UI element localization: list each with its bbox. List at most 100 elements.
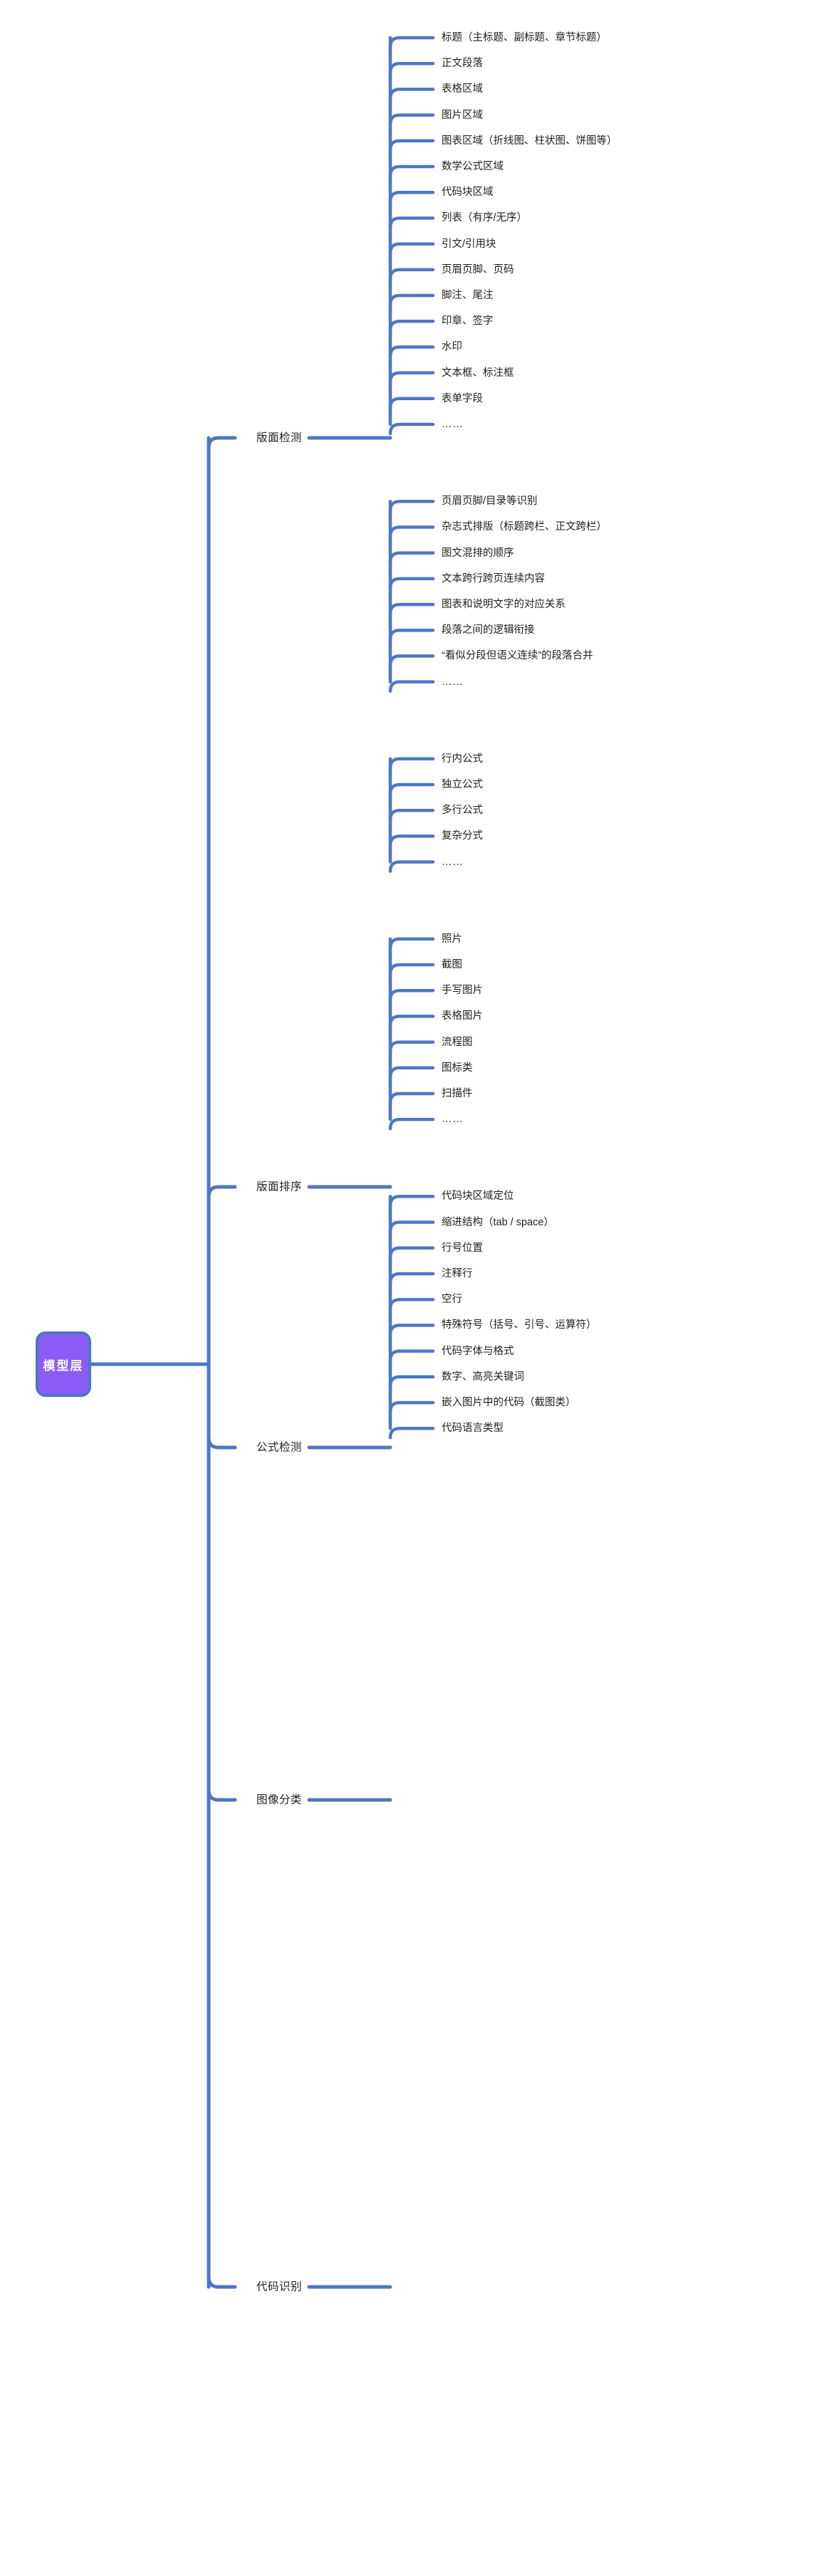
leaf-label-1-10-text: 页眉页脚、页码 [442, 263, 514, 276]
root-node-model-layer[interactable]: 模型层 [36, 1331, 91, 1397]
leaf-label-1-1-text: 标题（主标题、副标题、章节标题） [442, 31, 607, 43]
leaf-label-5-1[interactable]: 代码块区域定位 [442, 1191, 514, 1202]
leaf-label-4-2[interactable]: 截图 [442, 960, 462, 970]
leaf-label-1-8[interactable]: 列表（有序/无序） [442, 213, 527, 224]
leaf-label-5-4-text: 注释行 [442, 1267, 473, 1279]
leaf-label-4-6-text: 图标类 [442, 1062, 473, 1074]
leaf-label-5-7[interactable]: 代码字体与格式 [442, 1346, 514, 1356]
mindmap-connector [388, 139, 435, 152]
leaf-label-2-1-text: 页眉页脚/目录等识别 [442, 495, 538, 507]
leaf-label-2-5-text: 图表和说明文字的对应关系 [442, 598, 565, 610]
leaf-label-2-2[interactable]: 杂志式排版（标题跨栏、正文跨栏） [442, 522, 607, 533]
leaf-label-3-3-text: 多行公式 [442, 804, 483, 816]
branch-label-5[interactable]: 代码识别 [256, 2281, 302, 2293]
branch-label-4-text: 图像分类 [256, 1794, 303, 1806]
leaf-label-4-5[interactable]: 流程图 [442, 1037, 473, 1047]
mindmap-connector [388, 499, 435, 513]
leaf-label-2-4[interactable]: 文本跨行跨页连续内容 [442, 573, 545, 585]
leaf-label-4-1[interactable]: 照片 [442, 933, 462, 945]
leaf-label-2-7-text: “看似分段但语义连续”的段落合并 [442, 650, 593, 662]
leaf-label-1-16[interactable]: …… [442, 419, 464, 430]
leaf-label-3-1[interactable]: 行内公式 [442, 753, 483, 765]
leaf-label-1-13-text: 水印 [442, 341, 462, 353]
mindmap-connector [388, 293, 435, 307]
leaf-label-4-4-text: 表格图片 [442, 1010, 483, 1022]
leaf-label-4-8[interactable]: …… [442, 1114, 464, 1125]
leaf-label-1-8-text: 列表（有序/无序） [442, 212, 528, 224]
leaf-label-3-5[interactable]: …… [442, 857, 464, 867]
leaf-label-1-14[interactable]: 文本框、标注框 [442, 367, 514, 378]
mindmap-connector [388, 190, 435, 204]
leaf-label-5-5[interactable]: 空行 [442, 1294, 462, 1305]
leaf-label-4-5-text: 流程图 [442, 1036, 473, 1048]
leaf-label-2-7[interactable]: “看似分段但语义连续”的段落合并 [442, 651, 593, 661]
leaf-label-1-7[interactable]: 代码块区域 [442, 187, 494, 198]
mindmap-connector [388, 1426, 435, 1440]
branch-label-3[interactable]: 公式检测 [256, 1442, 302, 1453]
leaf-label-4-8-text: …… [442, 1113, 464, 1125]
leaf-label-4-4[interactable]: 表格图片 [442, 1011, 483, 1022]
leaf-label-2-8-text: …… [442, 676, 464, 688]
mindmap-connector [207, 1435, 237, 1450]
mindmap-connector [388, 654, 435, 667]
leaf-label-2-3[interactable]: 图文混排的顺序 [442, 548, 514, 558]
mindmap-connector [388, 628, 435, 642]
leaf-label-4-6[interactable]: 图标类 [442, 1062, 473, 1074]
leaf-label-1-4[interactable]: 图片区域 [442, 110, 483, 120]
mindmap-connector [388, 345, 435, 358]
leaf-label-2-1[interactable]: 页眉页脚/目录等识别 [442, 496, 538, 507]
mindmap-connector [388, 164, 435, 178]
mindmap-connector [388, 1066, 435, 1079]
leaf-label-1-13[interactable]: 水印 [442, 342, 462, 352]
mindmap-connector [388, 782, 435, 796]
leaf-label-1-3[interactable]: 表格区域 [442, 84, 483, 95]
leaf-label-5-8[interactable]: 数字、高亮关键词 [442, 1371, 524, 1383]
leaf-label-2-6[interactable]: 段落之间的逻辑衔接 [442, 625, 535, 636]
leaf-label-1-6[interactable]: 数学公式区域 [442, 162, 504, 172]
leaf-label-3-2[interactable]: 独立公式 [442, 780, 483, 790]
mindmap-connector [207, 436, 237, 450]
leaf-label-1-5[interactable]: 图表区域（折线图、柱状图、饼图等） [442, 135, 617, 147]
leaf-label-1-15-text: 表单字段 [442, 392, 483, 404]
mindmap-connector [388, 268, 435, 281]
leaf-label-1-11[interactable]: 脚注、尾注 [442, 290, 494, 301]
leaf-label-1-15[interactable]: 表单字段 [442, 392, 483, 404]
leaf-label-5-10[interactable]: 代码语言类型 [442, 1423, 504, 1434]
branch-label-2-text: 版面排序 [256, 1180, 303, 1193]
branch-label-4[interactable]: 图像分类 [256, 1794, 302, 1806]
mindmap-connector [388, 860, 435, 873]
leaf-label-1-1[interactable]: 标题（主标题、副标题、章节标题） [442, 33, 607, 43]
mindmap-connector [388, 216, 435, 229]
leaf-label-5-7-text: 代码字体与格式 [442, 1345, 514, 1357]
leaf-label-3-3[interactable]: 多行公式 [442, 805, 483, 816]
leaf-label-5-9[interactable]: 嵌入图片中的代码（截图类） [442, 1398, 576, 1408]
leaf-label-1-4-text: 图片区域 [442, 109, 483, 121]
leaf-label-3-4-text: 复杂分式 [442, 830, 483, 842]
leaf-label-1-9[interactable]: 引文/引用块 [442, 239, 496, 249]
leaf-label-1-2-text: 正文段落 [442, 57, 483, 69]
leaf-label-2-8[interactable]: …… [442, 676, 464, 687]
leaf-label-2-5[interactable]: 图表和说明文字的对应关系 [442, 600, 565, 610]
leaf-label-1-10[interactable]: 页眉页脚、页码 [442, 263, 514, 276]
leaf-label-1-12[interactable]: 印章、签字 [442, 316, 494, 327]
leaf-label-5-6[interactable]: 特殊符号（括号、引号、运算符） [442, 1320, 597, 1331]
leaf-label-4-3-text: 手写图片 [442, 984, 483, 996]
leaf-label-5-3[interactable]: 行号位置 [442, 1242, 483, 1254]
leaf-label-4-7[interactable]: 扫描件 [442, 1089, 473, 1099]
leaf-label-4-3[interactable]: 手写图片 [442, 985, 483, 996]
leaf-label-5-4[interactable]: 注释行 [442, 1269, 473, 1279]
mindmap-connector [388, 1272, 435, 1285]
leaf-label-1-2[interactable]: 正文段落 [442, 58, 483, 69]
mindmap-connector [388, 757, 435, 770]
mindmap-connector [388, 1117, 435, 1131]
branch-label-2[interactable]: 版面排序 [256, 1181, 302, 1193]
leaf-label-5-6-text: 特殊符号（括号、引号、运算符） [442, 1319, 597, 1331]
branch-label-1[interactable]: 版面检测 [256, 432, 302, 444]
mindmap-connector [388, 1297, 435, 1311]
leaf-label-3-4[interactable]: 复杂分式 [442, 831, 483, 842]
leaf-label-5-8-text: 数字、高亮关键词 [442, 1371, 524, 1383]
mindmap-connector [388, 422, 435, 436]
leaf-label-5-2[interactable]: 缩进结构（tab / space） [442, 1217, 554, 1227]
mindmap-connector [388, 834, 435, 847]
